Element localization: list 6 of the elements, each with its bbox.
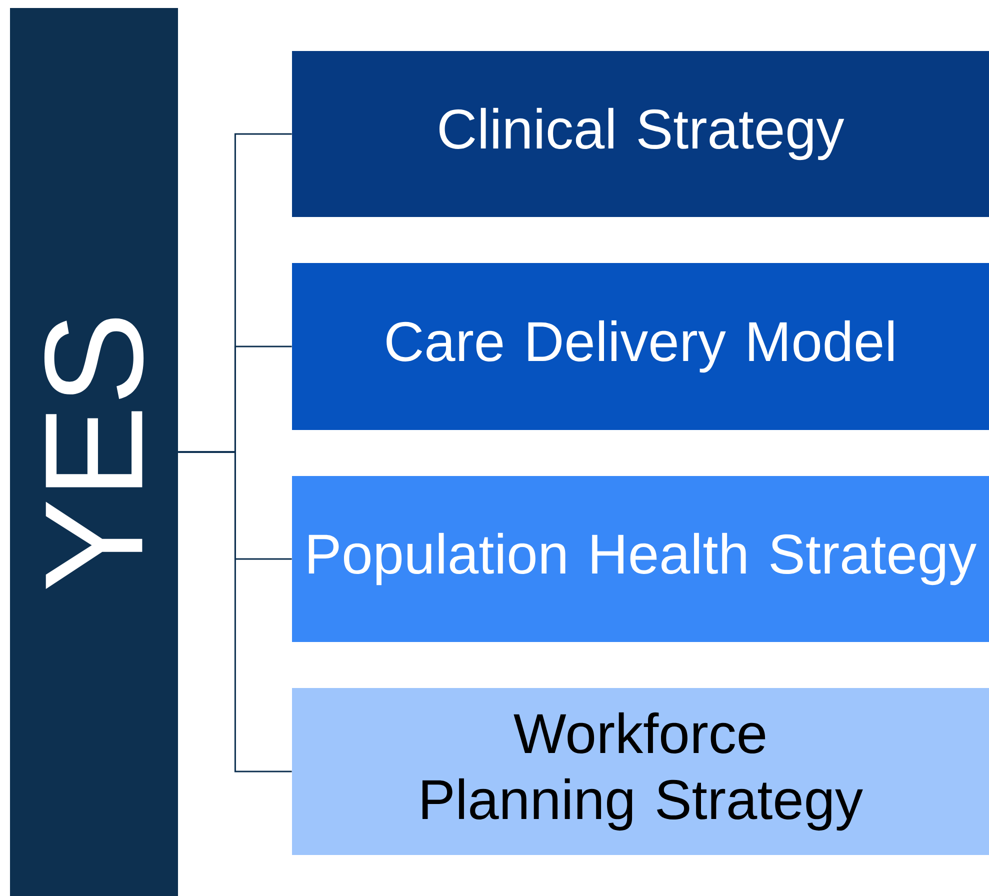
strategy-box: Care Delivery Model: [292, 262, 989, 430]
side-bar: YES: [10, 8, 178, 896]
strategy-box: Population Health Strategy: [292, 476, 989, 642]
strategy-box: Workforce Planning Strategy: [292, 688, 989, 855]
connector-line: [178, 451, 292, 772]
strategy-box: Clinical Strategy: [292, 50, 989, 217]
